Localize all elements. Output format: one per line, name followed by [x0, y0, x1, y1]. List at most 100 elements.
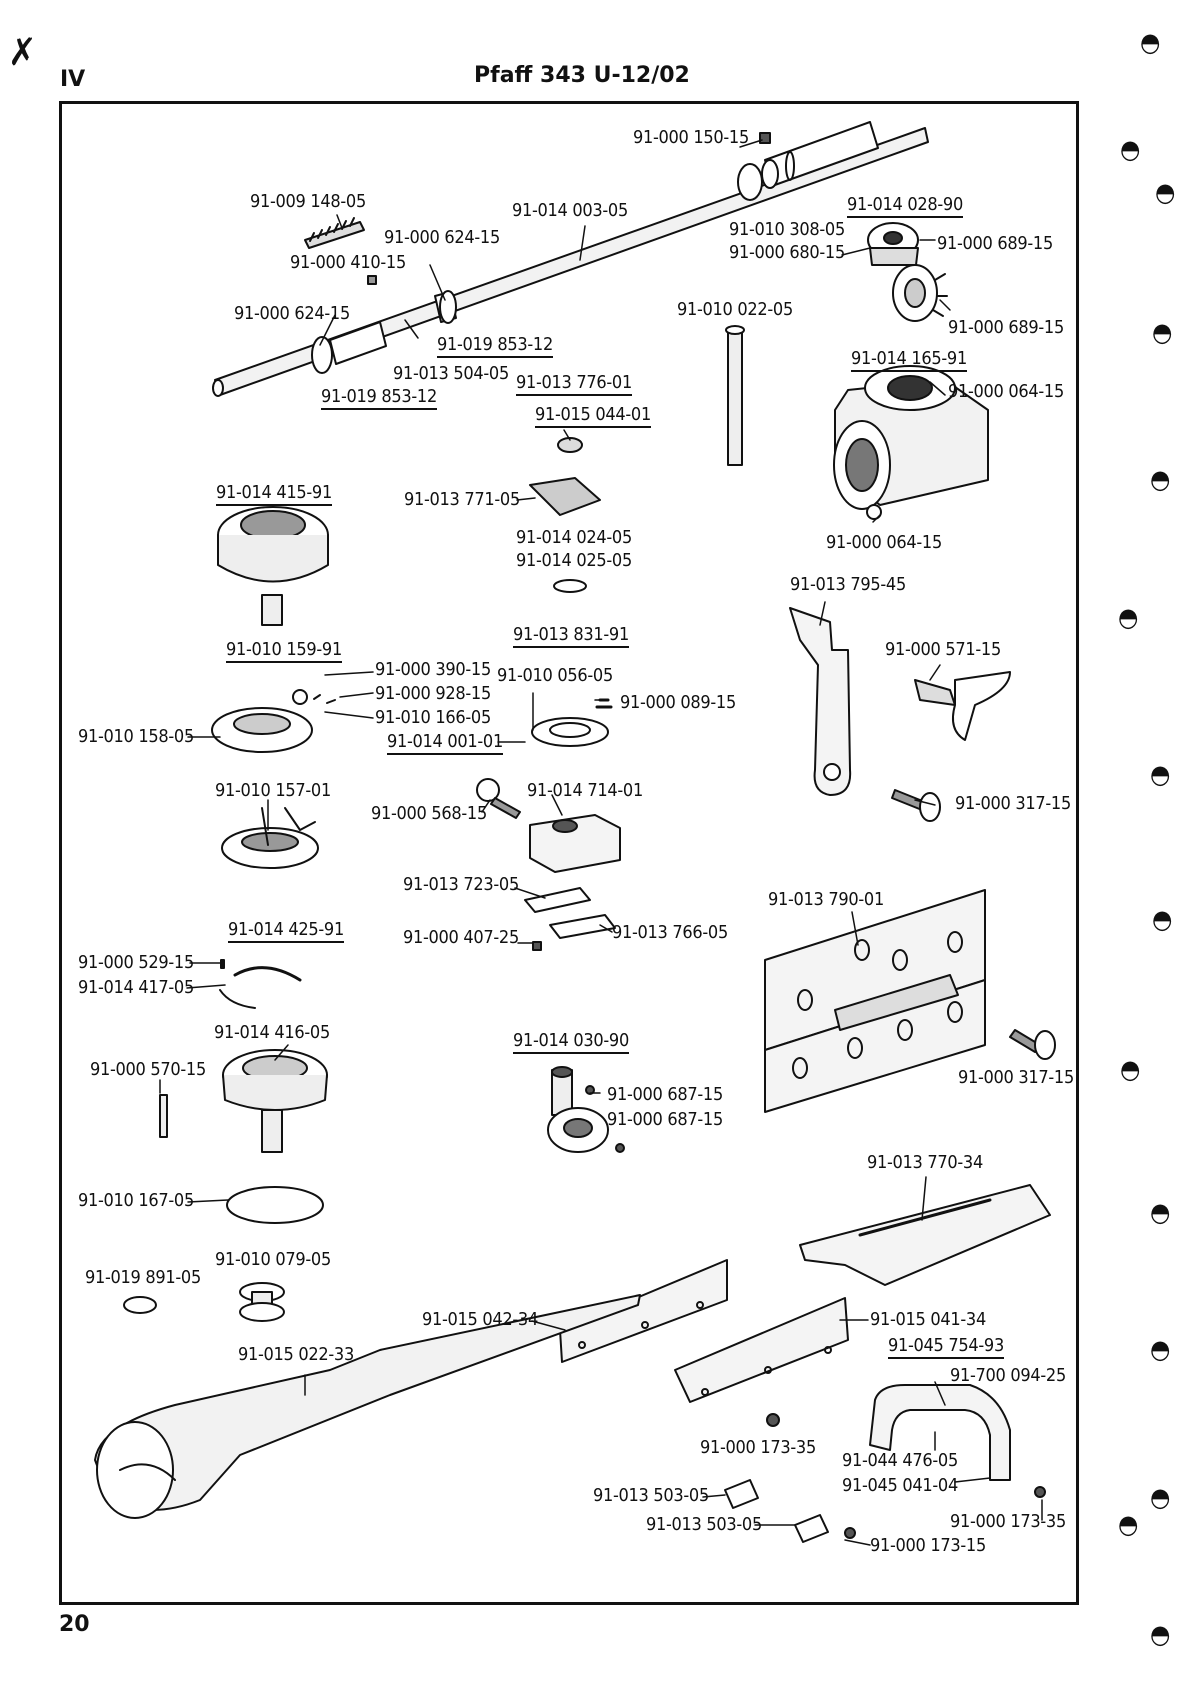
- margin-mark: ◓: [1150, 760, 1171, 790]
- section-label: IV: [60, 67, 86, 92]
- part-label: 91-000 317-15: [958, 1067, 1074, 1088]
- part-label: 91-000 689-15: [937, 233, 1053, 254]
- page-number: 20: [59, 1612, 90, 1637]
- part-label: 91-000 689-15: [948, 317, 1064, 338]
- part-label: 91-013 503-05: [646, 1514, 762, 1535]
- part-label: 91-000 568-15: [371, 803, 487, 824]
- part-label: 91-000 687-15: [607, 1084, 723, 1105]
- part-label: 91-000 624-15: [234, 303, 350, 324]
- screw-317-a-drawing: [891, 789, 941, 822]
- part-label: 91-010 308-05: [729, 219, 845, 240]
- part-label: 91-010 158-05: [78, 726, 194, 747]
- margin-mark: ◓: [1150, 1335, 1171, 1365]
- part-label: 91-000 624-15: [384, 227, 500, 248]
- part-label: 91-000 089-15: [620, 692, 736, 713]
- part-label: 91-000 173-35: [700, 1437, 816, 1458]
- margin-mark: ◓: [1120, 1055, 1141, 1085]
- part-label: 91-010 159-91: [226, 640, 342, 663]
- bevel-gear-drawing: [547, 1066, 625, 1153]
- part-label: 91-013 831-91: [513, 625, 629, 648]
- part-label: 91-015 044-01: [535, 405, 651, 428]
- part-label: 91-009 148-05: [250, 191, 366, 212]
- part-label: 91-015 041-34: [870, 1309, 986, 1330]
- part-label: 91-013 770-34: [867, 1152, 983, 1173]
- part-label: 91-010 167-05: [78, 1190, 194, 1211]
- part-label: 91-014 416-05: [214, 1022, 330, 1043]
- part-label: 91-000 173-35: [950, 1511, 1066, 1532]
- part-label: 91-000 150-15: [633, 127, 749, 148]
- bracket-drawing: [869, 1384, 1011, 1481]
- part-label: 91-014 028-90: [847, 195, 963, 218]
- part-label: 91-014 001-01: [387, 732, 503, 755]
- part-label: 91-700 094-25: [950, 1365, 1066, 1386]
- screw-317-b-drawing: [1009, 1029, 1056, 1060]
- part-label: 91-015 042-34: [422, 1309, 538, 1330]
- part-label: 91-014 417-05: [78, 977, 194, 998]
- part-label: 91-014 024-05: [516, 527, 632, 548]
- part-label: 91-013 504-05: [393, 363, 509, 384]
- long-arm-drawing: [94, 1294, 641, 1519]
- margin-mark: ◓: [1150, 465, 1171, 495]
- part-label: 91-013 766-05: [612, 922, 728, 943]
- cover-plate-drawing: [799, 1184, 1051, 1286]
- support-bracket-drawing: [529, 814, 621, 873]
- hook-body-drawing: [159, 1049, 328, 1153]
- part-label: 91-019 891-05: [85, 1267, 201, 1288]
- margin-mark: ◓: [1118, 1510, 1139, 1540]
- margin-mark: ◓: [1150, 1198, 1171, 1228]
- part-label: 91-013 795-45: [790, 574, 906, 595]
- part-label: 91-000 680-15: [729, 242, 845, 263]
- margin-mark: ◓: [1120, 135, 1141, 165]
- part-label: 91-014 030-90: [513, 1031, 629, 1054]
- crank-housing-drawing: [833, 365, 989, 520]
- part-label: 91-019 853-12: [437, 335, 553, 358]
- bobbin-case-drawing: [211, 689, 613, 753]
- part-label: 91-013 790-01: [768, 889, 884, 910]
- page-title: Pfaff 343 U-12/02: [474, 63, 690, 88]
- screw-568-drawing: [476, 778, 521, 819]
- part-label: 91-019 853-12: [321, 387, 437, 410]
- part-label: 91-014 003-05: [512, 200, 628, 221]
- part-label: 91-000 390-15: [375, 659, 491, 680]
- margin-mark: ◓: [1152, 905, 1173, 935]
- handwritten-mark: ✗: [8, 30, 37, 74]
- margin-mark: ◓: [1118, 603, 1139, 633]
- part-label: 91-000 317-15: [955, 793, 1071, 814]
- part-label: 91-000 064-15: [826, 532, 942, 553]
- part-label: 91-014 415-91: [216, 483, 332, 506]
- rail-drawing: [559, 1259, 849, 1403]
- main-shaft-drawing: [212, 121, 929, 397]
- part-label: 91-010 079-05: [215, 1249, 331, 1270]
- part-label: 91-000 928-15: [375, 683, 491, 704]
- margin-mark: ◓: [1140, 28, 1161, 58]
- part-label: 91-013 776-01: [516, 373, 632, 396]
- part-label: 91-010 056-05: [497, 665, 613, 686]
- bobbin-drawing: [239, 1282, 285, 1322]
- part-label: 91-013 771-05: [404, 489, 520, 510]
- part-label: 91-015 022-33: [238, 1344, 354, 1365]
- part-label: 91-014 165-91: [851, 349, 967, 372]
- part-label: 91-000 571-15: [885, 639, 1001, 660]
- part-label: 91-045 754-93: [888, 1336, 1004, 1359]
- part-label: 91-014 425-91: [228, 920, 344, 943]
- part-label: 91-013 723-05: [403, 874, 519, 895]
- lever-drawing: [789, 607, 852, 796]
- part-label: 91-000 173-15: [870, 1535, 986, 1556]
- part-label: 91-000 064-15: [948, 381, 1064, 402]
- pin-drawing: [725, 325, 745, 466]
- part-label: 91-000 570-15: [90, 1059, 206, 1080]
- part-label: 91-000 407-25: [403, 927, 519, 948]
- part-label: 91-010 166-05: [375, 707, 491, 728]
- part-label: 91-000 529-15: [78, 952, 194, 973]
- hinge-plate-drawing: [764, 889, 986, 1113]
- bobbin-case-base-drawing: [221, 807, 319, 869]
- part-label: 91-045 041-04: [842, 1475, 958, 1496]
- spring-drawing: [304, 217, 377, 285]
- part-label: 91-014 025-05: [516, 550, 632, 571]
- parts-diagram-frame: [59, 101, 1079, 1605]
- part-label: 91-010 022-05: [677, 299, 793, 320]
- margin-mark: ◓: [1150, 1483, 1171, 1513]
- wing-screw-drawing: [914, 671, 1011, 741]
- part-label: 91-013 503-05: [593, 1485, 709, 1506]
- margin-mark: ◓: [1155, 178, 1176, 208]
